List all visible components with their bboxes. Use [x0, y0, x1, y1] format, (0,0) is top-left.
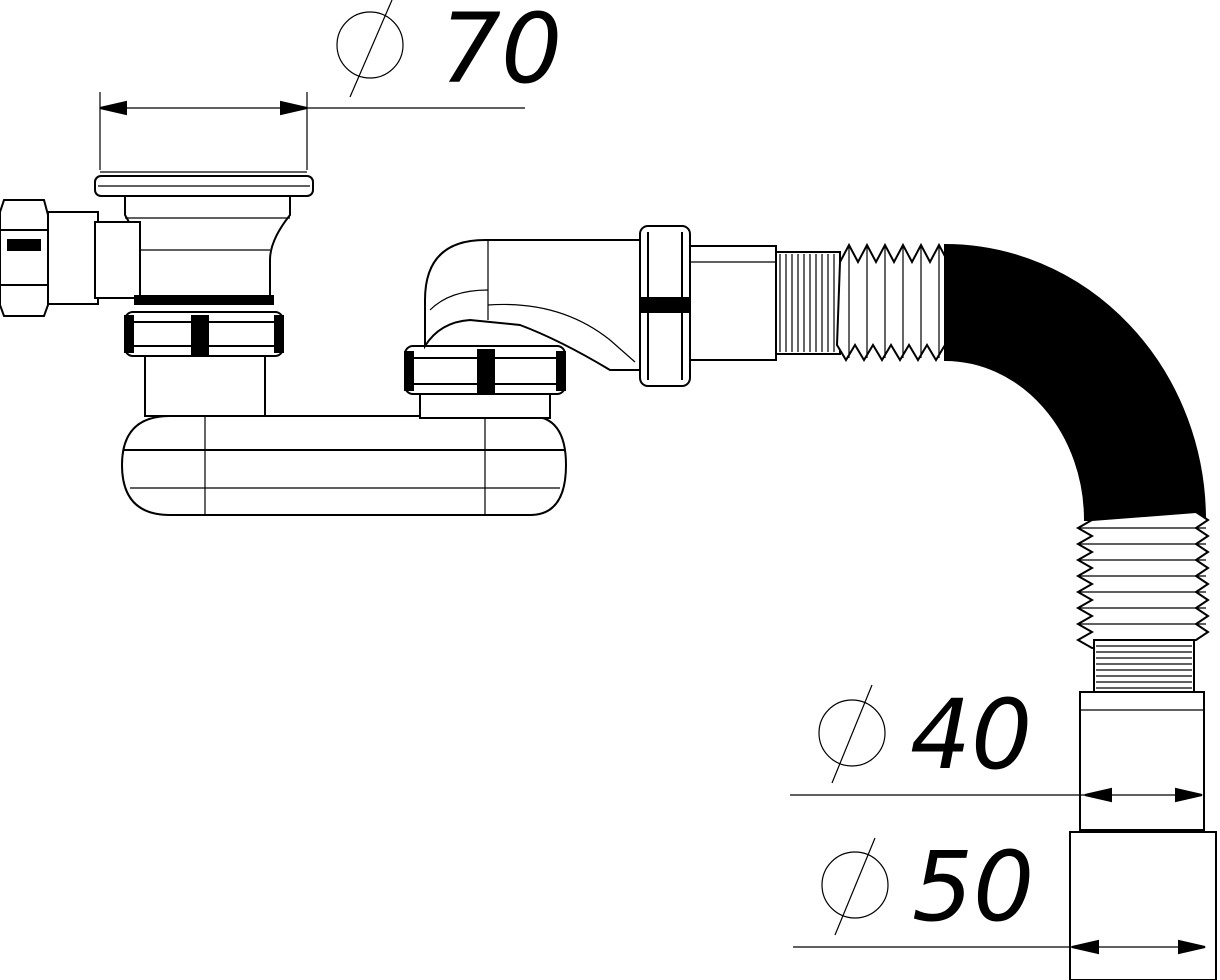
dimension-40: 40 — [790, 679, 1203, 803]
connector-tube — [689, 245, 777, 361]
dimension-50: 50 — [793, 831, 1206, 955]
horizontal-corrugation — [775, 242, 950, 362]
overflow-nut — [0, 199, 49, 317]
left-riser — [144, 355, 266, 417]
elbow-nut — [639, 225, 691, 387]
diameter-symbol-icon — [818, 699, 886, 767]
vertical-corrugation — [1075, 510, 1210, 693]
diameter-symbol-icon — [821, 851, 889, 919]
left-nut — [124, 311, 284, 357]
dimension-label-40: 40 — [910, 679, 1032, 791]
diameter-symbol-icon — [336, 11, 404, 79]
elbow — [424, 239, 641, 371]
right-nut — [404, 345, 566, 395]
outlet-40 — [1079, 691, 1205, 831]
dimension-label-50: 50 — [912, 831, 1034, 943]
dimension-70: 70 — [99, 0, 562, 170]
outlet-50 — [1069, 831, 1217, 980]
dimension-label-70: 70 — [440, 0, 562, 105]
trap-body — [120, 415, 568, 516]
drain-body — [0, 171, 314, 317]
flexible-hose-bend — [944, 243, 1207, 521]
